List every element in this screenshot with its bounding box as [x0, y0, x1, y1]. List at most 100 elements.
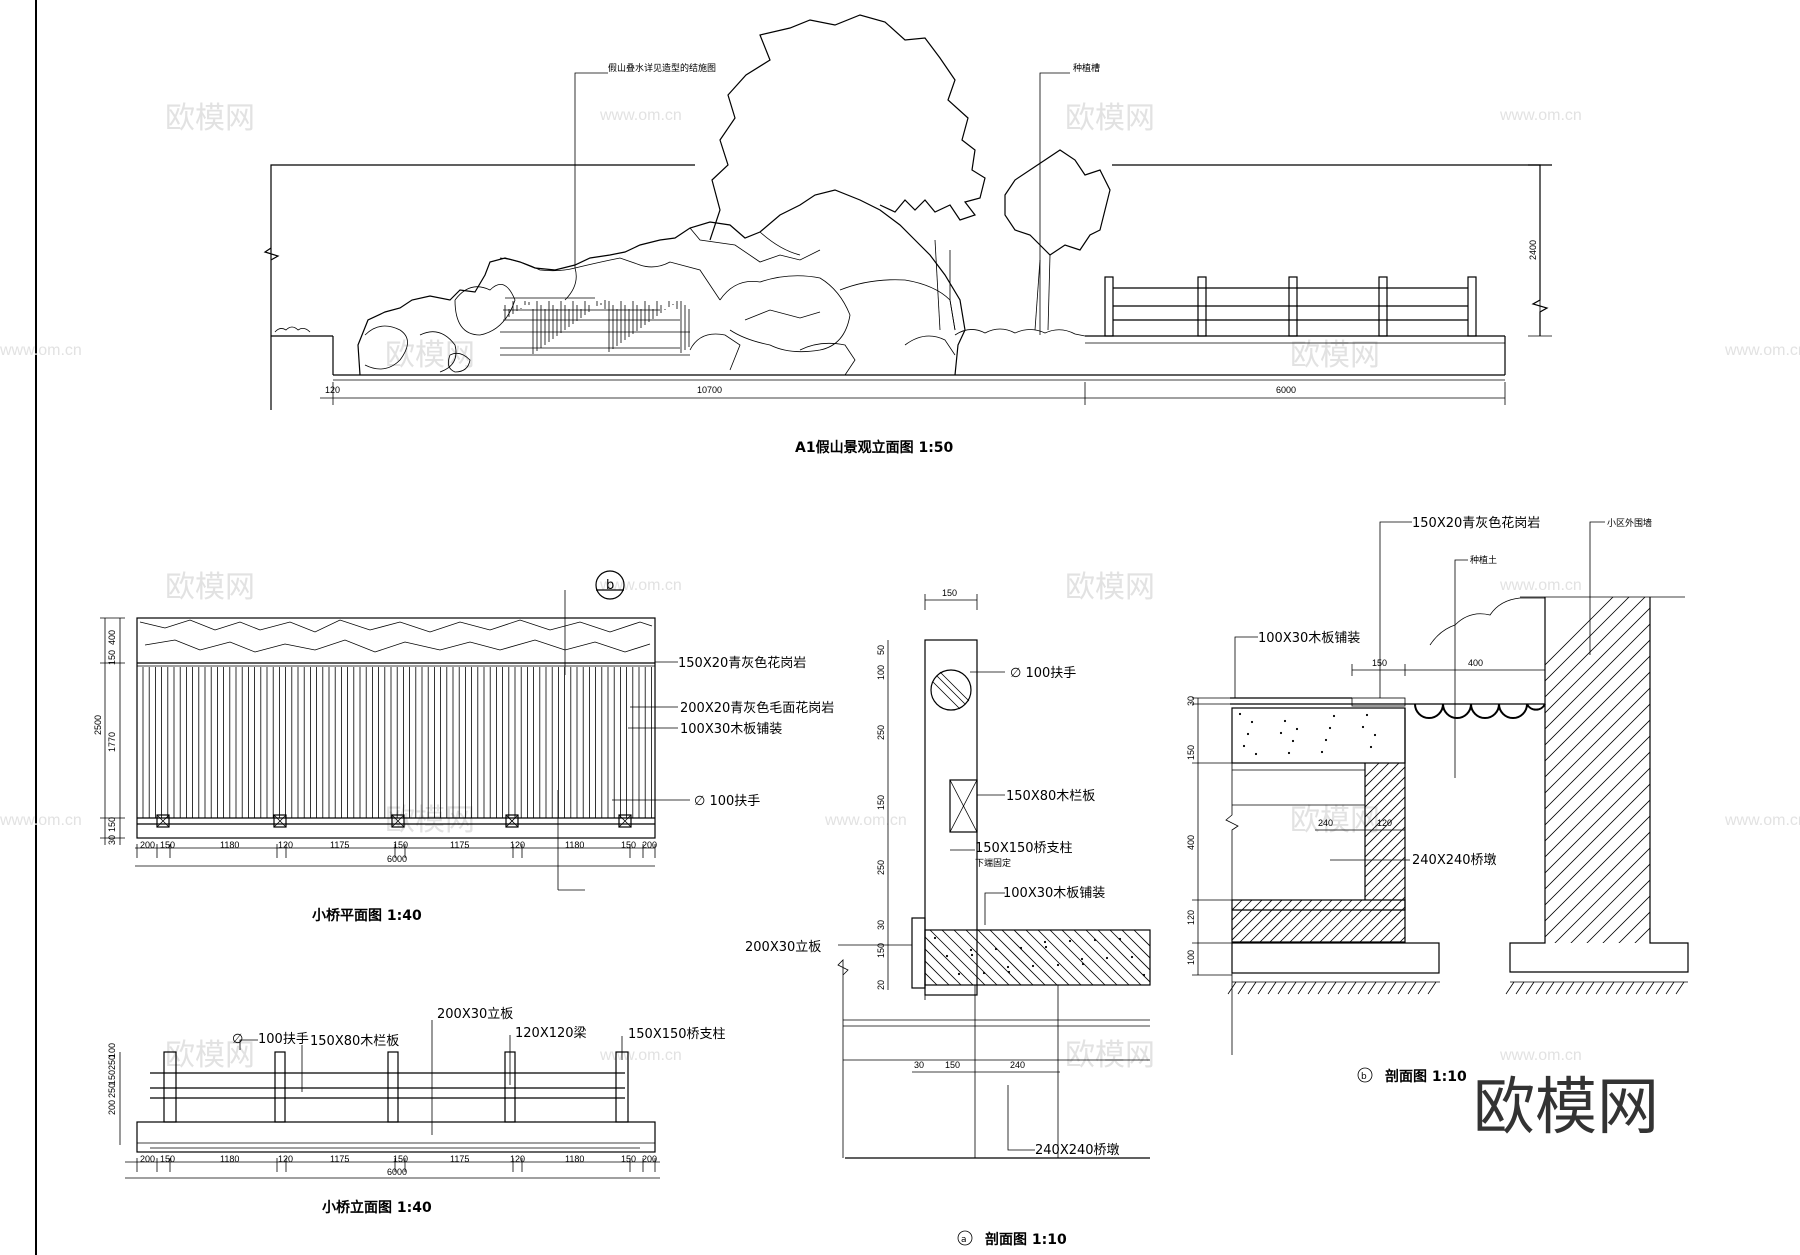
hatch-line: [1379, 763, 1405, 942]
aggregate-dot: [1031, 964, 1035, 968]
dimension-label: 120: [510, 1154, 525, 1164]
dimension-label: 250: [876, 860, 886, 875]
dimension-label: 1180: [220, 1154, 239, 1164]
title-section-a: 剖面图 1:10: [985, 1231, 1067, 1248]
aggregate-dot: [1056, 963, 1060, 967]
hatch-line: [1369, 763, 1405, 942]
hatch-line: [1545, 639, 1650, 746]
dimension-label: 1180: [220, 840, 239, 850]
dim-left: 120: [325, 385, 340, 395]
dimension-label: 150: [1186, 745, 1196, 760]
ground-hatch: [1555, 981, 1565, 995]
secA-label-pier: 240X240桥墩: [1035, 1143, 1120, 1158]
hatch-line: [1073, 930, 1130, 985]
hatch-line: [1545, 783, 1650, 890]
hatch-line: [941, 930, 998, 985]
ground-hatch: [1297, 981, 1307, 995]
aggregate-dot: [1291, 739, 1295, 743]
secB-dim-120: 120: [1377, 818, 1392, 828]
hatch-line: [1440, 762, 1620, 942]
hatch-line: [1545, 751, 1650, 858]
ground-hatch: [1515, 981, 1525, 995]
secA-dim-30: 30: [914, 1060, 924, 1070]
watermark-url: www.om.cn: [0, 812, 82, 829]
hatch-line: [1545, 831, 1650, 938]
dimension-label: 100: [107, 1043, 117, 1058]
aggregate-dot: [1006, 965, 1010, 969]
secA-label-side: 200X30立板: [745, 940, 821, 955]
section-a-mark: [957, 1230, 973, 1246]
watermark-url: www.om.cn: [599, 1047, 682, 1064]
hatch-line: [1618, 911, 1650, 943]
hatch-line: [1399, 763, 1405, 942]
hatch-line: [965, 930, 1022, 985]
dimension-label: 120: [1186, 910, 1196, 925]
ground-hatch: [1367, 981, 1377, 995]
dimension-label: 150: [876, 943, 886, 958]
hatch-line: [1545, 703, 1650, 810]
hatch-line: [1545, 799, 1650, 906]
dimension-label: 200: [140, 840, 155, 850]
hatch-line: [953, 930, 1010, 985]
plan-posts: [156, 814, 632, 828]
aggregate-dot: [957, 972, 961, 976]
hatch-line: [1545, 597, 1630, 682]
secB-label-boards: 100X30木板铺装: [1258, 631, 1360, 646]
secB-dim-150: 150: [1372, 658, 1387, 668]
hatch-line: [1025, 930, 1082, 985]
aggregate-dot: [982, 971, 986, 975]
ground-hatch: [1357, 981, 1367, 995]
watermark-url: www.om.cn: [0, 342, 82, 359]
ground-hatch: [1545, 981, 1555, 995]
ground-hatch: [1327, 981, 1337, 995]
plan-post-cross: [273, 814, 287, 828]
watermark-cn: 欧模网: [1065, 101, 1155, 136]
label-rough-granite: 200X20青灰色毛面花岗岩: [680, 700, 834, 716]
ground-hatch: [1595, 981, 1605, 995]
ground-hatch: [1565, 981, 1575, 995]
ground-hatch: [1337, 981, 1347, 995]
hatch-line: [1545, 607, 1650, 714]
bridge-elevation: ∅ 100扶手 150X80木栏板 200X30立板 120X120梁 150X…: [107, 1007, 726, 1216]
ground-hatch: [1247, 981, 1257, 995]
plan-post-cross: [618, 814, 632, 828]
aggregate-dot: [1365, 713, 1369, 717]
aggregate-dot: [1361, 725, 1365, 729]
dimension-label: 1175: [450, 1154, 469, 1164]
ground-hatch: [1665, 981, 1675, 995]
aggregate-dot: [1130, 955, 1134, 959]
dimension-label: 150: [160, 840, 175, 850]
hatch-line: [1410, 762, 1590, 942]
plan-post-cross: [391, 814, 405, 828]
aggregate-dot: [1287, 751, 1291, 755]
elevation-railing: [1104, 276, 1477, 337]
hatch-line: [1545, 671, 1650, 778]
secA-dim-150: 150: [945, 1060, 960, 1070]
dimension-label: 100: [1186, 950, 1196, 965]
elev-label-beam: 120X120梁: [515, 1026, 587, 1041]
watermark-url: www.om.cn: [599, 107, 682, 124]
plan-post: [156, 814, 170, 828]
ground-hatch: [1257, 981, 1267, 995]
label-rockery: 假山叠水详见造型的结施图: [608, 62, 716, 74]
hatch-line: [1249, 763, 1405, 942]
hatch-line: [1602, 895, 1650, 943]
hatch-line: [925, 972, 938, 985]
watermark-url: www.om.cn: [1499, 1047, 1582, 1064]
aggregate-dot: [1043, 940, 1047, 944]
hatch-line: [929, 930, 986, 985]
aggregate-dot: [1080, 957, 1084, 961]
dimension-label: 120: [278, 840, 293, 850]
hatch-line: [1545, 687, 1650, 794]
hatch-line: [1319, 763, 1405, 942]
ground-hatch: [1645, 981, 1655, 995]
plan-post-cross: [156, 814, 170, 828]
aggregate-dot: [970, 953, 974, 957]
aggregate-dot: [1328, 726, 1332, 730]
watermark-cn: 欧模网: [1065, 1038, 1155, 1073]
ground-hatch: [1307, 981, 1317, 995]
plan-dim-total: 6000: [387, 854, 407, 864]
hatch-line: [1289, 763, 1405, 942]
ground-hatch: [1277, 981, 1287, 995]
hatch-line: [1545, 719, 1650, 826]
